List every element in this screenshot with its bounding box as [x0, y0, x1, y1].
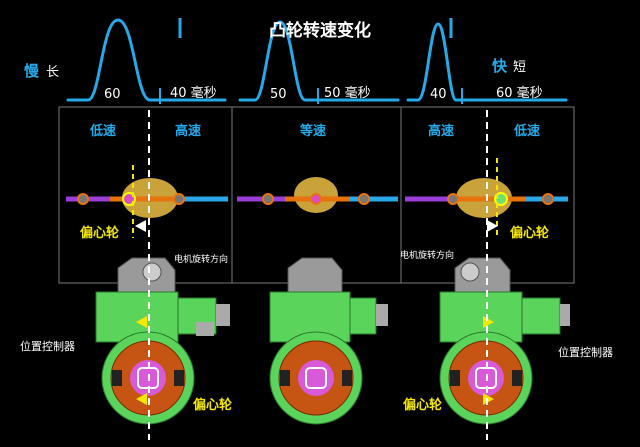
panel-2-center-label: 等速 [300, 124, 327, 139]
pulse-2-duration-b: 50 毫秒 [324, 86, 371, 101]
motor-direction-label-right: 电机旋转方向 [400, 251, 455, 261]
eccentric-label-left: 偏心轮 [80, 226, 120, 241]
mechanism-center [269, 257, 388, 425]
short-label: 短 [513, 60, 527, 75]
panel-1-right-label: 高速 [175, 124, 202, 139]
slow-label: 慢 [24, 62, 40, 80]
pulse-3-duration-b: 60 毫秒 [496, 86, 543, 101]
pulse-1-duration-a: 60 [104, 87, 121, 102]
pulse-3-duration-a: 40 [430, 87, 447, 102]
motor-direction-label-left: 电机旋转方向 [174, 255, 229, 265]
cam-rod-center [237, 177, 398, 213]
position-controller-label-right: 位置控制器 [558, 346, 613, 359]
eccentric-label-right: 偏心轮 [510, 226, 550, 241]
pulse-waveform-3 [406, 22, 464, 102]
cam-rod-left [66, 165, 228, 238]
position-controller-label-left: 位置控制器 [20, 340, 75, 353]
pulse-waveform-1 [66, 18, 162, 102]
pulse-2-duration-a: 50 [270, 87, 287, 102]
panel-3-left-label: 高速 [428, 124, 455, 139]
long-label: 长 [46, 65, 60, 80]
eccentric-label-bottom-left: 偏心轮 [193, 398, 233, 413]
panel-3-right-label: 低速 [514, 124, 541, 139]
cam-rod-right [405, 158, 568, 238]
fast-label: 快 [492, 57, 508, 75]
pulse-waveform-2 [238, 20, 320, 102]
pulse-1-duration-b: 40 毫秒 [170, 86, 217, 101]
page-title: 凸轮转速变化 [269, 21, 371, 41]
eccentric-label-bottom-right: 偏心轮 [403, 398, 443, 413]
panel-1-left-label: 低速 [90, 124, 117, 139]
